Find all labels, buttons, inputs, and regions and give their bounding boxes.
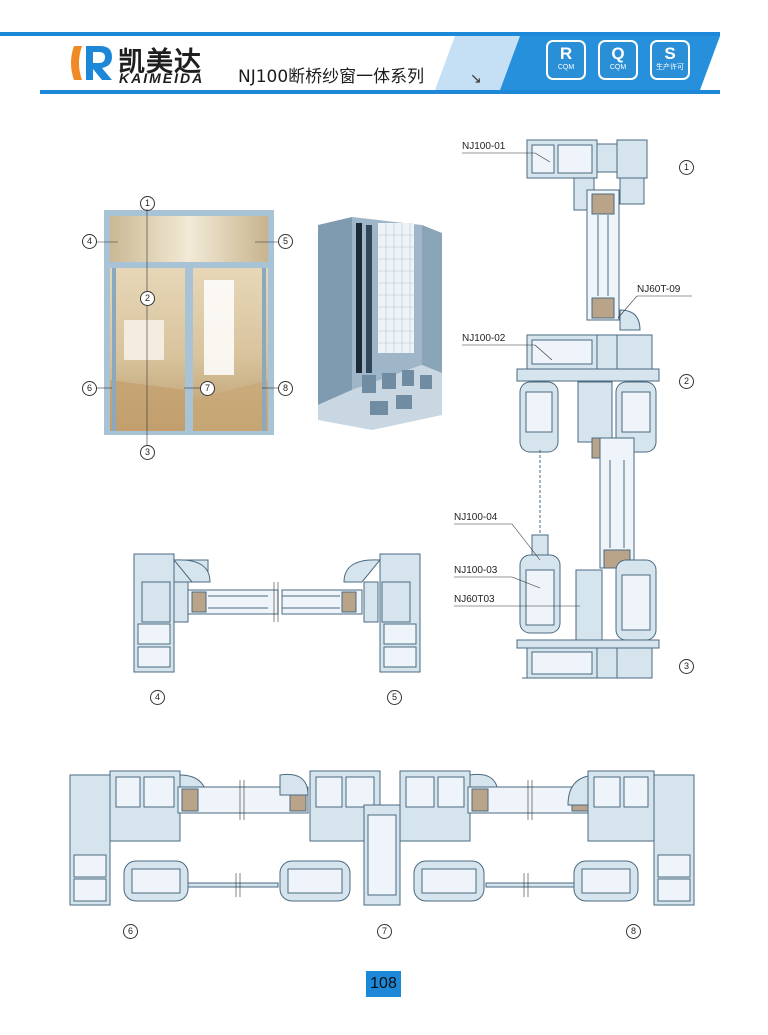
production-license-icon: S 生产许可 xyxy=(650,40,690,80)
section-number-7: 7 xyxy=(377,924,392,939)
brand-logo: 凯美达 KAIMEIDA xyxy=(66,40,226,88)
section-number-1: 1 xyxy=(679,160,694,175)
cert-mark: R xyxy=(559,44,573,63)
brand-name-cn: 凯美达 xyxy=(118,47,202,78)
kaimeida-logo-icon xyxy=(71,46,112,80)
label-nj60t03: NJ60T03 xyxy=(454,594,495,605)
callout-1: 1 xyxy=(140,196,155,211)
callout-leaders xyxy=(96,209,278,445)
callout-6: 6 xyxy=(82,381,97,396)
callout-3: 3 xyxy=(140,445,155,460)
label-nj60t-09: NJ60T-09 xyxy=(637,284,681,295)
cert-text: CQM xyxy=(609,64,627,71)
series-title: NJ100断桥纱窗一体系列 xyxy=(238,67,425,87)
vertical-section-drawing xyxy=(516,139,660,679)
brand-name-en: KAIMEIDA xyxy=(119,70,205,86)
vertical-section-leaders xyxy=(454,152,692,607)
arrow-mark: ↘ xyxy=(470,70,482,86)
callout-8: 8 xyxy=(278,381,293,396)
label-nj100-03: NJ100-03 xyxy=(454,565,498,576)
page-number: 108 xyxy=(366,971,401,997)
section-number-4: 4 xyxy=(150,690,165,705)
callout-2: 2 xyxy=(140,291,155,306)
callout-7: 7 xyxy=(200,381,215,396)
q-cqm-cert-icon: Q CQM xyxy=(598,40,638,80)
section-number-5: 5 xyxy=(387,690,402,705)
label-nj100-01: NJ100-01 xyxy=(462,141,506,152)
section-number-8: 8 xyxy=(626,924,641,939)
horizontal-section-6-7-8 xyxy=(69,770,695,906)
callout-4: 4 xyxy=(82,234,97,249)
cert-mark: S xyxy=(664,44,676,63)
horizontal-section-4-5 xyxy=(133,553,421,673)
profile-3d-cutaway xyxy=(318,217,442,430)
label-nj100-02: NJ100-02 xyxy=(462,333,506,344)
window-photo xyxy=(104,210,274,435)
callout-5: 5 xyxy=(278,234,293,249)
cert-text: 生产许可 xyxy=(656,64,684,71)
page-header: 凯美达 KAIMEIDA NJ100断桥纱窗一体系列 ↘ R CQM Q CQM… xyxy=(0,0,768,100)
section-number-6: 6 xyxy=(123,924,138,939)
section-number-2: 2 xyxy=(679,374,694,389)
r-cqm-cert-icon: R CQM xyxy=(546,40,586,80)
section-number-3: 3 xyxy=(679,659,694,674)
cert-text: CQM xyxy=(557,64,575,71)
cert-mark: Q xyxy=(611,44,625,63)
label-nj100-04: NJ100-04 xyxy=(454,512,498,523)
